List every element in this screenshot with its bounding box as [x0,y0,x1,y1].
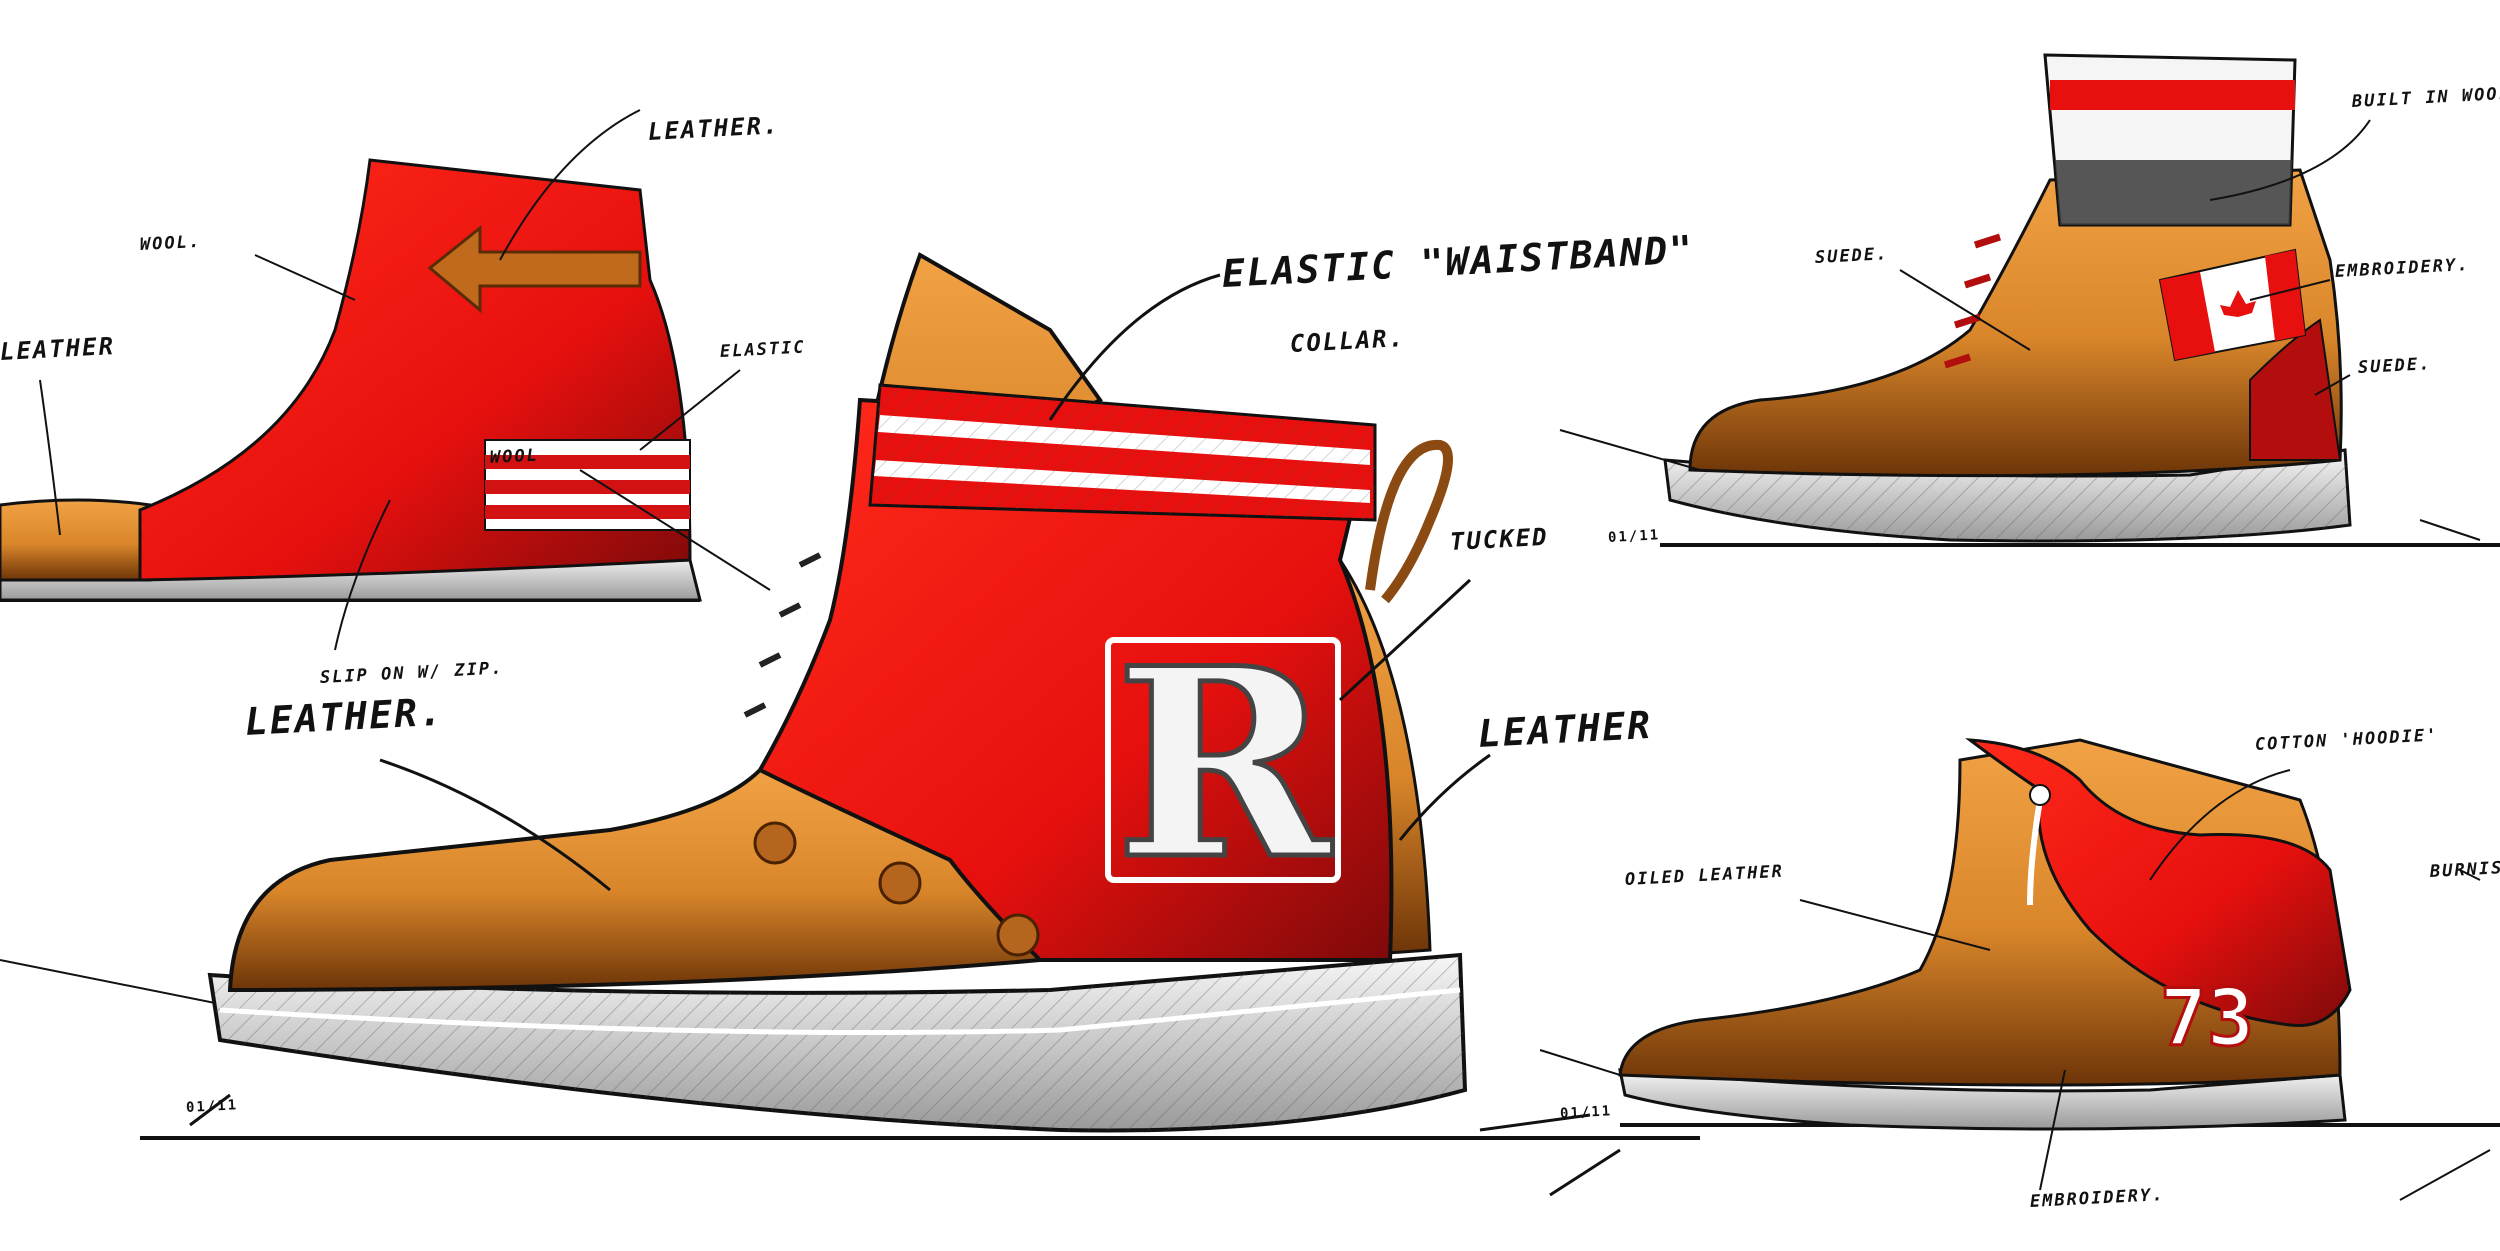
center-boot-r-logo: R [1105,610,1341,920]
note-date-center: 01/11 [185,1097,239,1116]
note-wool-top: WOOL. [139,231,202,255]
center-boot-rivets [753,821,1040,957]
top-right-boot [1559,53,2481,543]
center-boot-upper [757,397,1394,962]
br-boot-upper [1618,738,2342,1087]
center-boot: R [189,252,1621,1197]
left-boot-wool-panel [484,439,691,531]
left-boot-toe [0,498,152,582]
center-boot-collar [868,383,1377,522]
note-date-top: 01/11 [1607,527,1661,546]
bottom-right-boot: 73 [1618,738,2491,1201]
note-tucked: TUCKED [1449,522,1550,556]
note-leather-right: LEATHER [1476,702,1654,756]
center-boot-pull-loop [1365,439,1453,604]
note-date-bottom: 01/11 [1559,1103,1613,1122]
tr-boot-upper [1688,168,2343,478]
center-boot-vamp [227,767,1043,993]
left-boot-zip-arrow [427,224,642,314]
left-boot [0,109,771,651]
note-wool-panel: WOOL [489,445,540,468]
note-suede-right: SUEDE. [2357,354,2432,378]
br-boot-hoodie [1965,738,2352,1028]
svg-text:R: R [1115,612,1334,917]
note-burnished: BURNIS [2429,858,2500,882]
br-boot-number: 73 [2160,974,2254,1064]
note-suede-left: SUEDE. [1814,244,1889,268]
tr-boot-sock [2043,53,2297,227]
tr-boot-flag-embroidery [2158,248,2307,362]
br-boot-sole [1618,1068,2347,1131]
